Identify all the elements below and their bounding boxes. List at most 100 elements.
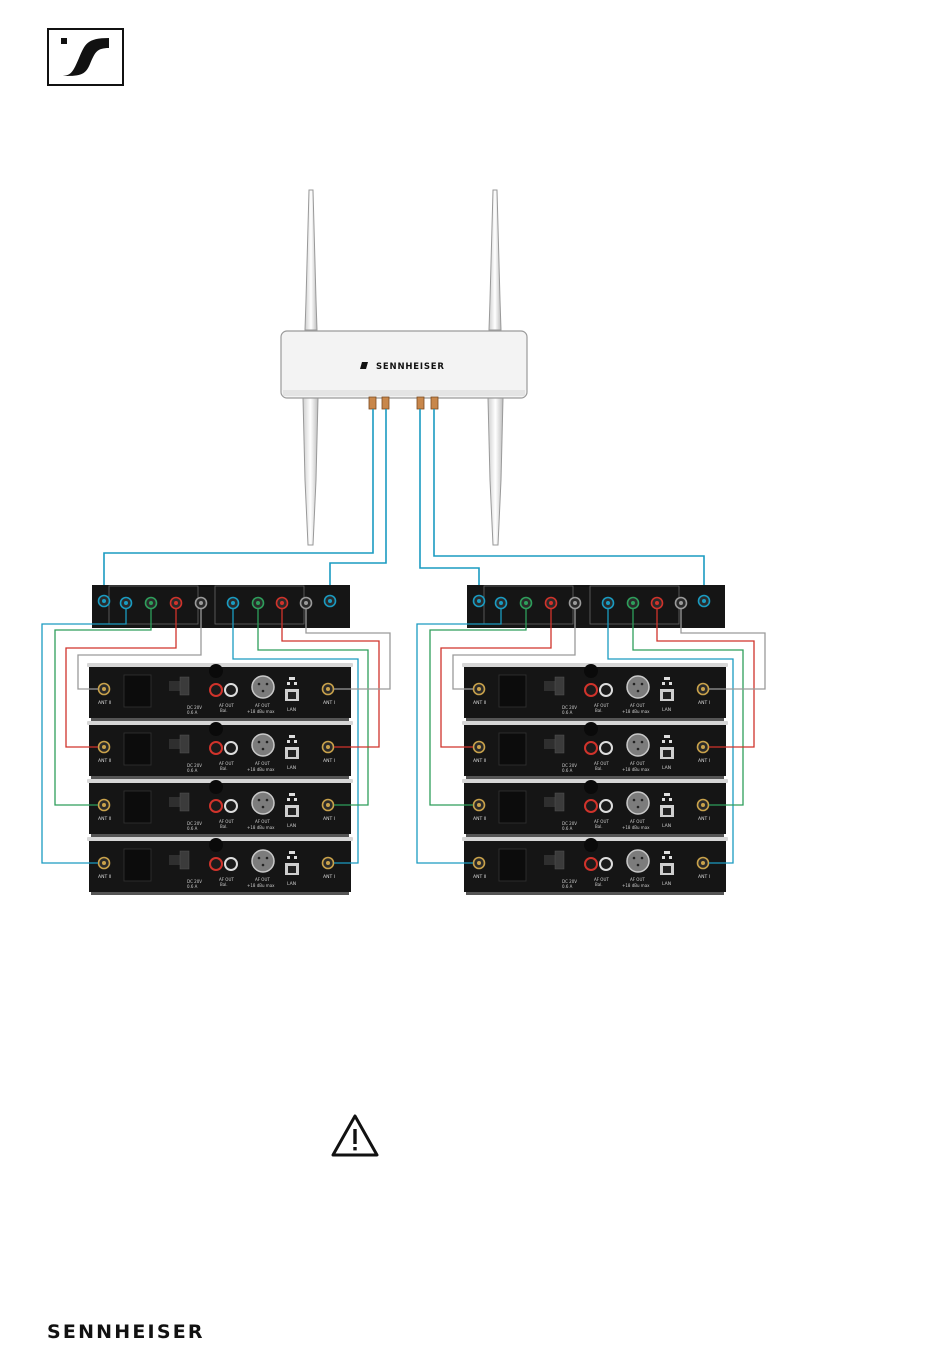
rca-white-jack <box>599 799 613 813</box>
ant1-label: ANT I <box>323 758 335 764</box>
lan-label: LAN <box>287 823 296 829</box>
ant1-label: ANT I <box>323 700 335 706</box>
splitter-output-jack <box>519 596 533 610</box>
splitter-output-jack <box>194 596 208 610</box>
ant1-jack <box>321 856 335 870</box>
af-out-label: AF OUT <box>594 877 609 882</box>
cable-red <box>440 608 552 748</box>
dc-label: DC 20V <box>187 705 202 710</box>
splitter-left <box>92 585 350 628</box>
rca-white-jack <box>599 683 613 697</box>
ant2-jack <box>97 798 111 812</box>
lan-label: LAN <box>287 707 296 713</box>
xlr-sub-label: +18 dBu max <box>247 709 275 714</box>
dc-sub-label: 0.6 A <box>187 826 198 831</box>
splitter-output-jack <box>226 596 240 610</box>
dc-label: DC 20V <box>562 879 577 884</box>
ant2-label: ANT II <box>98 874 111 880</box>
dc-sub-label: 0.6 A <box>562 884 573 889</box>
xlr-sub-label: +18 dBu max <box>247 767 275 772</box>
xlr-label: AF OUT <box>255 819 270 824</box>
antenna-rod-right-lower <box>487 397 504 546</box>
dc-label: DC 20V <box>562 705 577 710</box>
dc-sub-label: 0.6 A <box>187 884 198 889</box>
cable-gray <box>305 608 391 690</box>
ant2-label: ANT II <box>98 816 111 822</box>
ant1-jack <box>321 740 335 754</box>
af-out-label: AF OUT <box>594 819 609 824</box>
rca-red-jack <box>209 683 223 697</box>
splitter-input-jack <box>472 594 486 608</box>
af-out-label: AF OUT <box>594 761 609 766</box>
af-out-sub-label: Bal. <box>595 882 603 887</box>
cable-red <box>656 608 755 748</box>
rca-white-jack <box>224 683 238 697</box>
dc-sub-label: 0.6 A <box>187 710 198 715</box>
splitter-output-jack <box>275 596 289 610</box>
xlr-label: AF OUT <box>255 877 270 882</box>
rca-white-jack <box>224 799 238 813</box>
rca-red-jack <box>584 683 598 697</box>
splitter-output-jack <box>251 596 265 610</box>
splitter-output-jack <box>568 596 582 610</box>
xlr-label: AF OUT <box>630 761 645 766</box>
ant2-jack <box>472 740 486 754</box>
dc-label: DC 20V <box>187 763 202 768</box>
ant2-label: ANT II <box>473 874 486 880</box>
splitter-input-jack <box>97 594 111 608</box>
af-out-label: AF OUT <box>219 877 234 882</box>
ant2-jack <box>97 740 111 754</box>
ant1-jack <box>696 682 710 696</box>
network-icon <box>664 851 670 854</box>
antenna-cables <box>103 409 705 600</box>
ant1-label: ANT I <box>323 874 335 880</box>
rca-red-jack <box>209 741 223 755</box>
dc-sub-label: 0.6 A <box>562 710 573 715</box>
antenna-unit: SENNHEISER <box>280 330 528 410</box>
af-out-sub-label: Bal. <box>220 766 228 771</box>
xlr-connector <box>626 733 650 757</box>
network-icon <box>289 793 295 796</box>
splitter-output-jack <box>144 596 158 610</box>
xlr-connector <box>251 849 275 873</box>
xlr-connector <box>251 733 275 757</box>
af-out-sub-label: Bal. <box>220 882 228 887</box>
cable-blue <box>416 608 502 864</box>
ant1-label: ANT I <box>698 700 710 706</box>
rca-red-jack <box>584 799 598 813</box>
ant2-label: ANT II <box>98 700 111 706</box>
antenna-rod-left-upper <box>304 189 318 331</box>
ant1-jack <box>321 798 335 812</box>
rca-white-jack <box>224 741 238 755</box>
xlr-sub-label: +18 dBu max <box>622 709 650 714</box>
ant1-jack <box>696 740 710 754</box>
dc-label: DC 20V <box>562 763 577 768</box>
antenna-unit-brand: SENNHEISER <box>376 362 445 372</box>
splitter-input-jack <box>697 594 711 608</box>
cable-gray <box>680 608 766 690</box>
xlr-connector <box>626 675 650 699</box>
ant2-jack <box>97 856 111 870</box>
ant2-jack <box>472 856 486 870</box>
splitter-output-jack <box>494 596 508 610</box>
lan-label: LAN <box>662 765 671 771</box>
cable-red <box>65 608 177 748</box>
af-out-sub-label: Bal. <box>595 766 603 771</box>
xlr-connector <box>251 791 275 815</box>
lan-label: LAN <box>287 765 296 771</box>
splitter-output-jack <box>626 596 640 610</box>
xlr-sub-label: +18 dBu max <box>622 767 650 772</box>
rca-red-jack <box>584 857 598 871</box>
xlr-label: AF OUT <box>630 877 645 882</box>
cable-blue <box>607 608 734 864</box>
ant2-label: ANT II <box>473 700 486 706</box>
af-out-sub-label: Bal. <box>220 824 228 829</box>
rca-white-jack <box>599 857 613 871</box>
cable-blue <box>232 608 359 864</box>
cable-green <box>54 608 152 806</box>
sennheiser-logo-icon <box>47 28 124 86</box>
